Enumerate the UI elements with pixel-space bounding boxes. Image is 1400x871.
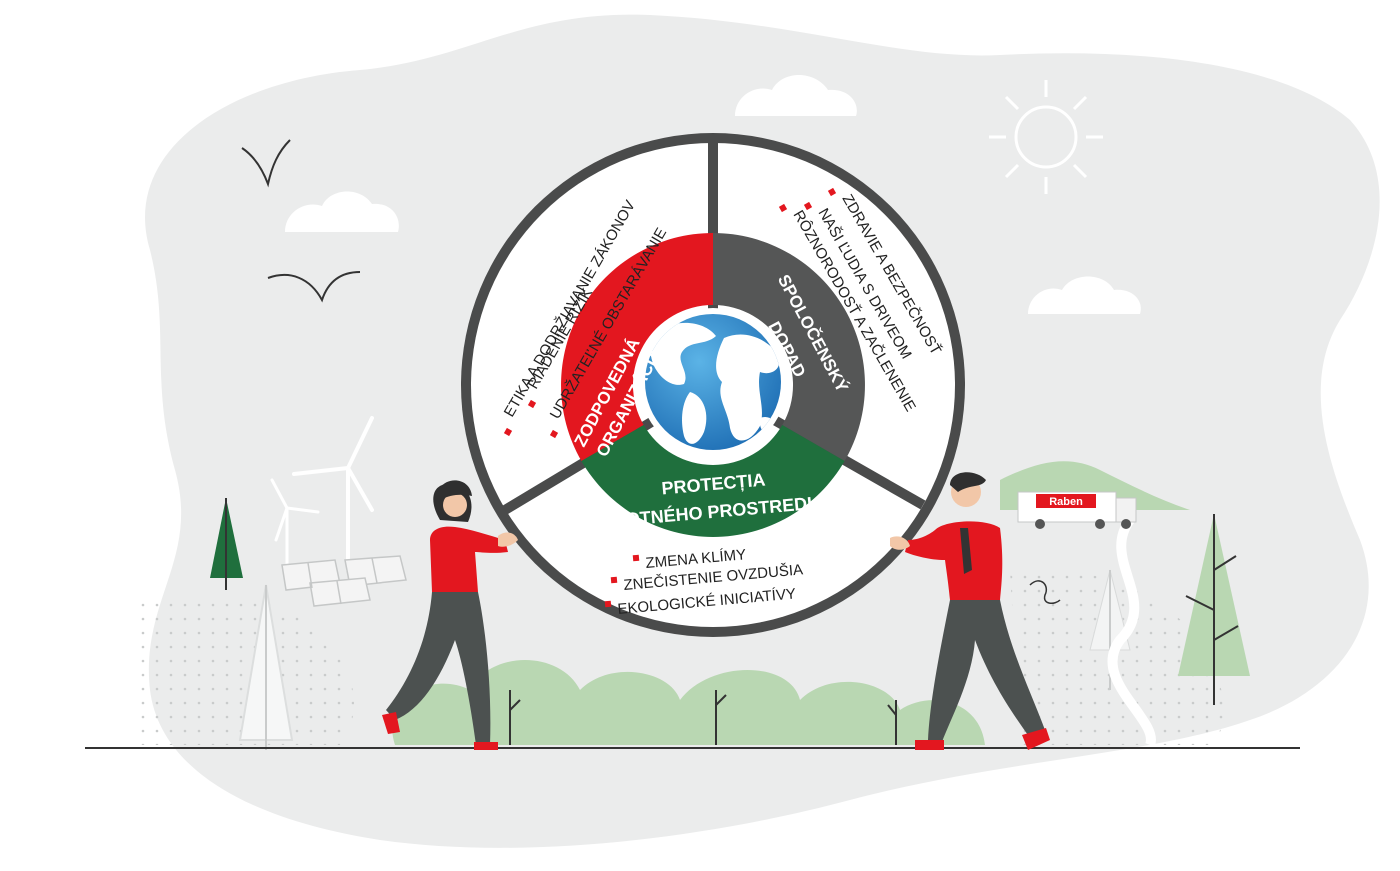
sector-social-impact[interactable] (713, 233, 865, 461)
truck-icon: Raben (1017, 491, 1137, 529)
cloud-icon (735, 75, 857, 116)
tree-icon (1178, 514, 1250, 705)
tree-icon (210, 498, 243, 590)
bush (392, 660, 986, 745)
list-bullet (803, 201, 813, 211)
solar-panel-icon (281, 555, 407, 607)
list-bullet (827, 187, 837, 197)
list-bullet (778, 203, 788, 213)
road (1107, 517, 1156, 747)
tree-icon (238, 584, 294, 750)
sun-icon (989, 80, 1103, 194)
sector-responsible-organization[interactable] (561, 233, 713, 461)
person-man-icon (890, 472, 1050, 750)
list-bullet (632, 554, 640, 562)
bird-icon (241, 139, 291, 188)
wind-turbine-icon (292, 416, 374, 572)
truck-logo-text: Raben (1049, 496, 1083, 508)
sector-environmental-protection[interactable] (581, 425, 845, 537)
globe-icon (639, 308, 787, 456)
dotted-ground-left (140, 594, 354, 745)
bird-icon (267, 271, 361, 303)
bush-branches (509, 690, 897, 745)
list-bullet (604, 600, 612, 608)
list-bullet (549, 429, 559, 439)
cloud-icon (1028, 276, 1141, 314)
list-bullet (503, 427, 513, 437)
list-bullet (610, 576, 618, 584)
person-woman-icon (382, 480, 518, 750)
cloud-icon (285, 191, 399, 232)
road-line (1029, 580, 1061, 605)
list-bullet (527, 399, 537, 409)
